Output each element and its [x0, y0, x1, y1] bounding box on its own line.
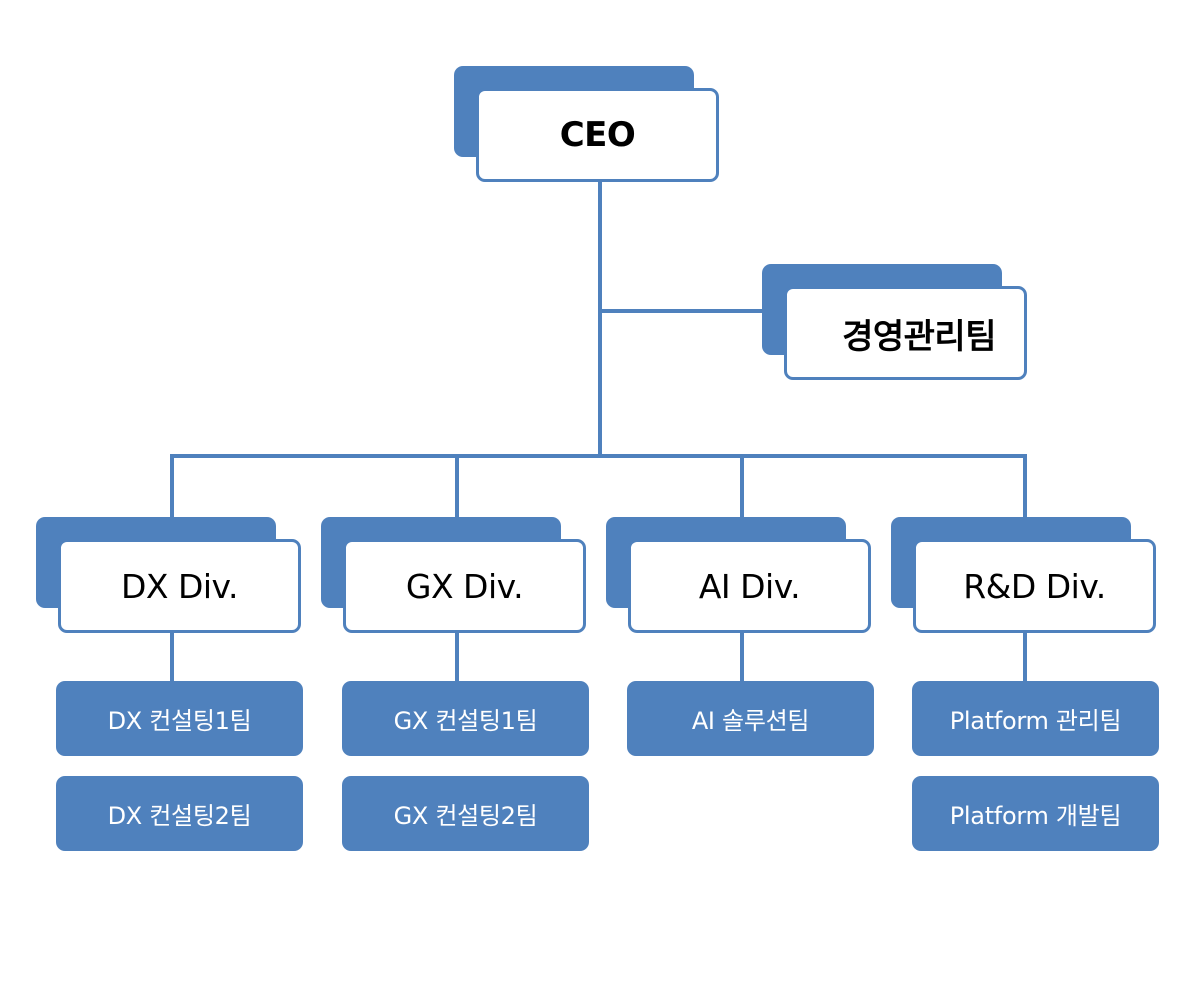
ai-team-line [740, 633, 744, 683]
ceo-label: CEO [559, 115, 636, 155]
team-label: AI 솔루션팀 [691, 707, 810, 735]
division-label: AI Div. [698, 566, 801, 606]
dx-drop-line [170, 454, 174, 520]
team-node-ai-1[interactable]: AI 솔루션팀 [627, 681, 874, 756]
ceo-trunk-line [598, 182, 602, 458]
ceo-node-box: CEO [476, 88, 719, 182]
staff-branch-line [598, 309, 764, 313]
team-node-dx-1[interactable]: DX 컨설팅1팀 [56, 681, 303, 756]
team-label: DX 컨설팅1팀 [107, 707, 252, 735]
staff-label: 경영관리팀 [842, 316, 996, 357]
team-node-rd-1[interactable]: Platform 관리팀 [912, 681, 1159, 756]
division-node-box: R&D Div. [913, 539, 1156, 633]
division-label: GX Div. [405, 566, 524, 606]
division-node-box: GX Div. [343, 539, 586, 633]
team-label: Platform 개발팀 [949, 802, 1122, 830]
division-bus-line [170, 454, 1027, 458]
division-label: DX Div. [120, 566, 239, 606]
gx-team-line [455, 633, 459, 683]
staff-node-box: 경영관리팀 [784, 286, 1027, 380]
division-node-box: AI Div. [628, 539, 871, 633]
team-node-dx-2[interactable]: DX 컨설팅2팀 [56, 776, 303, 851]
ai-drop-line [740, 454, 744, 520]
team-node-gx-1[interactable]: GX 컨설팅1팀 [342, 681, 589, 756]
team-node-gx-2[interactable]: GX 컨설팅2팀 [342, 776, 589, 851]
dx-team-line [170, 633, 174, 683]
division-label: R&D Div. [963, 566, 1106, 606]
division-node-box: DX Div. [58, 539, 301, 633]
team-label: Platform 관리팀 [949, 707, 1122, 735]
team-label: GX 컨설팅2팀 [393, 802, 538, 830]
team-node-rd-2[interactable]: Platform 개발팀 [912, 776, 1159, 851]
gx-drop-line [455, 454, 459, 520]
team-label: GX 컨설팅1팀 [393, 707, 538, 735]
rd-drop-line [1023, 454, 1027, 520]
rd-team-line [1023, 633, 1027, 683]
team-label: DX 컨설팅2팀 [107, 802, 252, 830]
